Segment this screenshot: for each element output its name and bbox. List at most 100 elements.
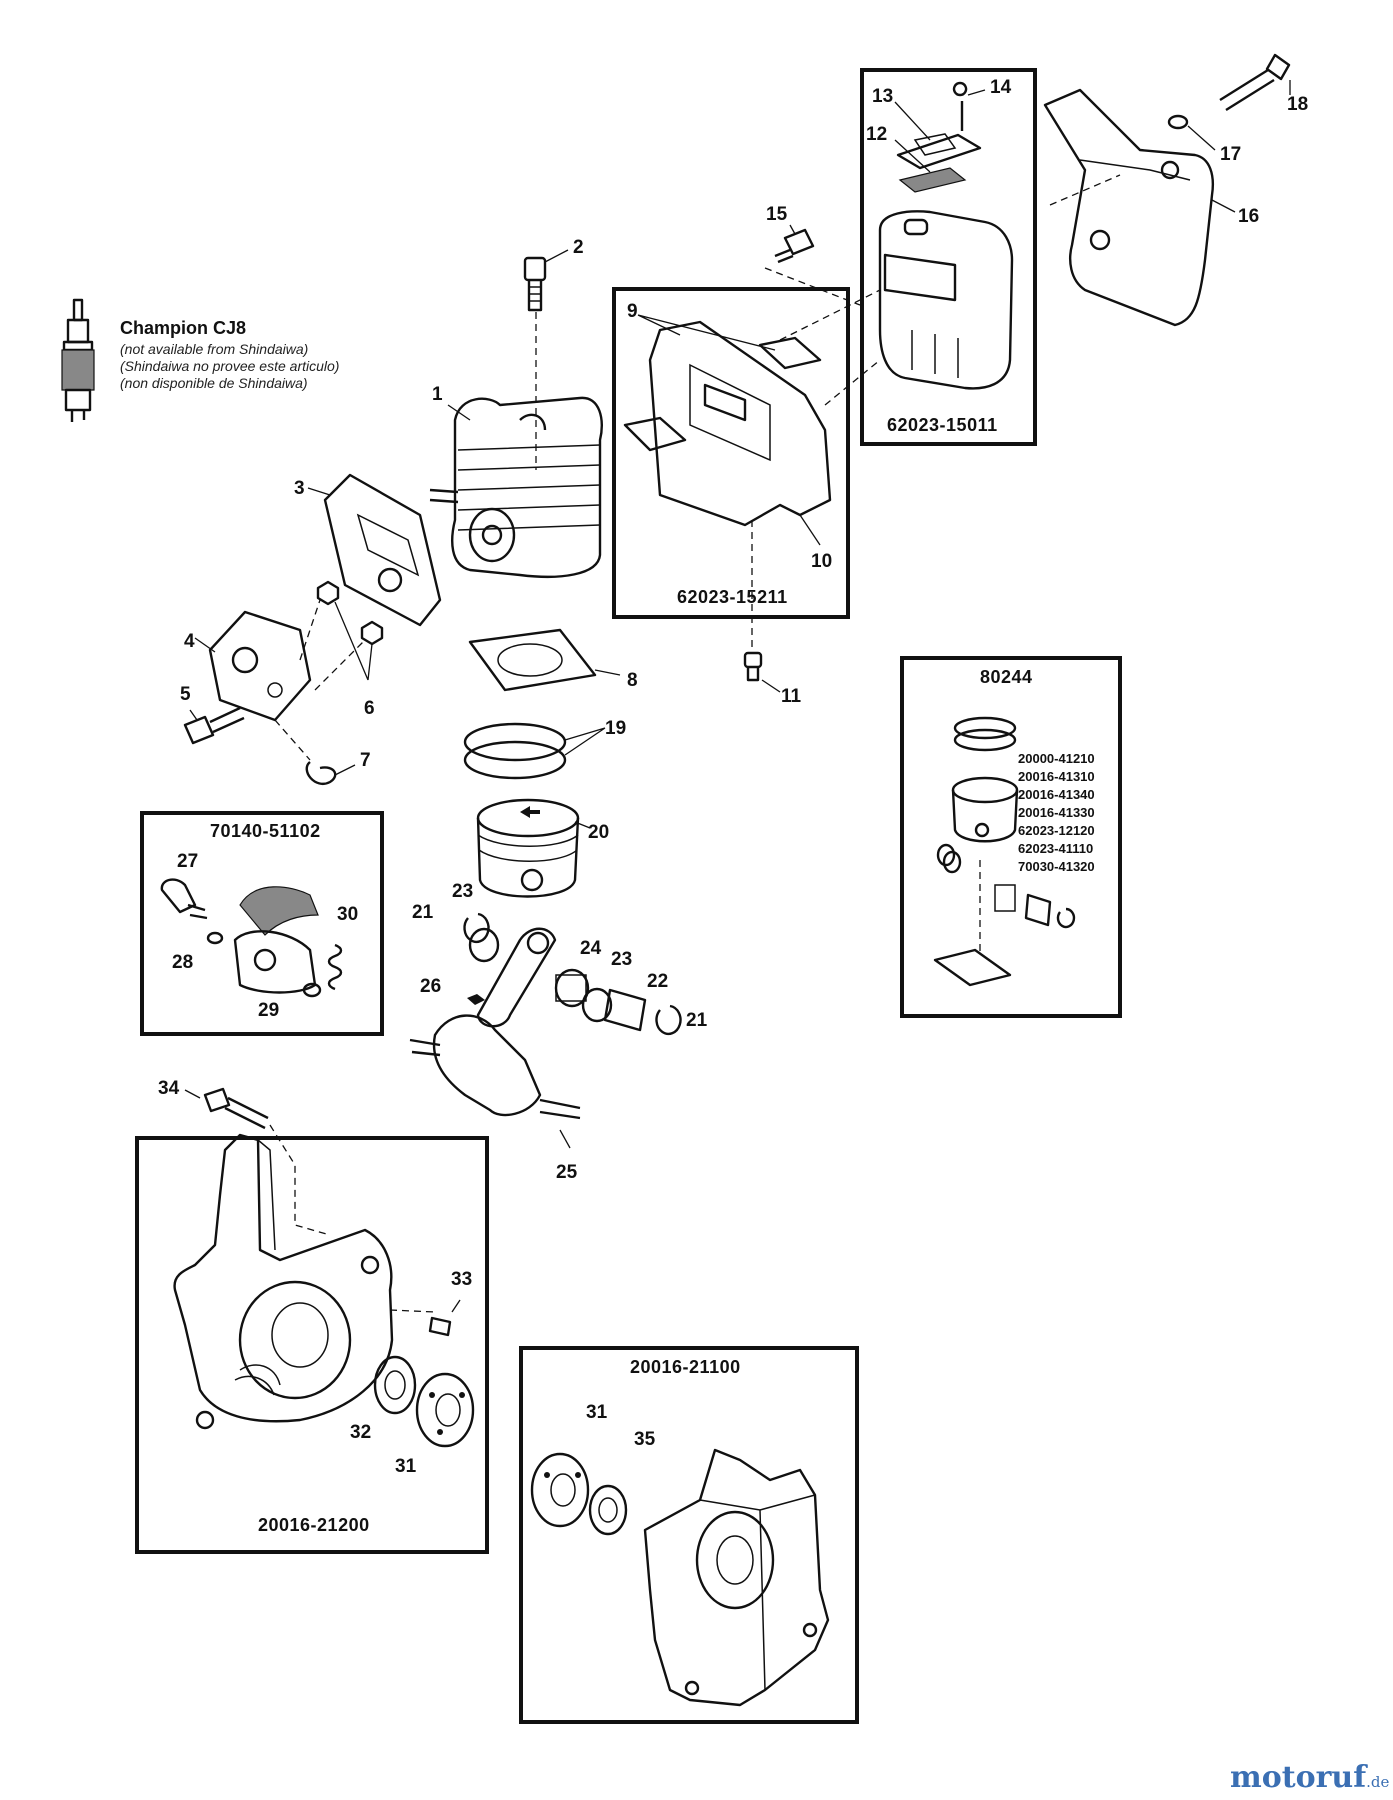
cover-bolt-icon	[1219, 53, 1291, 112]
callout-number: 30	[337, 904, 359, 925]
cylinder-bolt-icon	[523, 249, 569, 312]
spark-plug-title: Champion CJ8	[120, 318, 247, 338]
piston-kit-part: 62023-41110	[1018, 841, 1094, 856]
piston-kit-part: 20016-41330	[1018, 805, 1095, 820]
watermark-logo: motoruf.de	[1230, 1760, 1389, 1795]
callout-number: 20	[588, 822, 610, 843]
callout-number: 21	[412, 902, 434, 923]
spark-plug-notes: (not available from Shindaiwa) (Shindaiw…	[120, 341, 339, 392]
callout-number: 23	[611, 949, 633, 970]
callout-number: 15	[766, 204, 788, 225]
piston-kit-icon	[933, 716, 1076, 987]
callout-number: 26	[420, 976, 442, 997]
callout-number: 2	[573, 237, 584, 258]
callout-number: 9	[627, 301, 638, 322]
callout-number: 10	[811, 551, 833, 572]
kit-box-muffler	[860, 68, 1037, 446]
piston-kit-part: 62023-12120	[1018, 823, 1095, 838]
callout-number: 29	[258, 1000, 280, 1021]
callout-number: 31	[586, 1402, 608, 1423]
kit-label-clutch: 70140-51102	[210, 821, 321, 841]
callout-number: 25	[556, 1162, 578, 1183]
kit-label-piston: 80244	[980, 667, 1033, 687]
crankcase-bolt-icon	[184, 1087, 269, 1130]
kit-label-muffler: 62023-15011	[887, 415, 998, 435]
dowel-pin-icon	[428, 1299, 461, 1337]
spark-plug-note-en: (not available from Shindaiwa)	[120, 341, 309, 357]
nut-icon	[316, 580, 384, 681]
cylinder-icon	[429, 396, 603, 578]
spark-plug-note-es: (Shindaiwa no provee este articulo)	[120, 358, 340, 374]
circlip-icon	[463, 912, 682, 1036]
spark-plug-note-fr: (non disponible de Shindaiwa)	[120, 375, 308, 391]
piston-icon	[476, 798, 591, 898]
callout-number: 14	[990, 77, 1012, 98]
callout-number: 21	[686, 1010, 708, 1031]
callout-number: 18	[1287, 94, 1309, 115]
callout-number: 28	[172, 952, 194, 973]
base-gasket-icon	[468, 628, 621, 692]
ball-bearing-icon	[415, 1372, 475, 1448]
callout-number: 7	[360, 750, 371, 771]
piston-pin-icon	[603, 988, 647, 1032]
oil-seal-right-icon	[588, 1484, 628, 1536]
callout-number: 17	[1220, 144, 1242, 165]
callout-number: 32	[350, 1422, 372, 1443]
clutch-icon	[160, 878, 343, 998]
washer-icon	[1167, 114, 1216, 151]
piston-kit-part: 70030-41320	[1018, 859, 1095, 874]
crankshaft-icon	[409, 927, 581, 1149]
kit-label-crankcase-left: 20016-21200	[258, 1515, 370, 1535]
callout-number: 34	[158, 1078, 180, 1099]
intake-gasket-icon	[307, 473, 442, 627]
callout-number: 33	[451, 1269, 473, 1290]
callout-number: 23	[452, 881, 474, 902]
callout-number: 24	[580, 938, 602, 959]
muffler-guard-icon	[623, 314, 832, 546]
muffler-cover-icon	[1043, 88, 1236, 327]
callout-number: 4	[184, 631, 195, 652]
woodruff-key-icon	[467, 994, 485, 1005]
spring-clip-icon	[305, 761, 356, 785]
intake-bolt-icon	[183, 706, 245, 745]
callout-number: 19	[605, 718, 627, 739]
kit-box-clutch	[140, 811, 384, 1036]
kit-box-crankcase-right	[519, 1346, 859, 1724]
intake-adapter-icon	[194, 610, 312, 722]
kit-box-piston	[900, 656, 1122, 1018]
callout-number: 13	[872, 86, 894, 107]
callout-number: 11	[781, 686, 802, 707]
piston-kit-part: 20000-41210	[1018, 751, 1095, 766]
callout-number: 27	[177, 851, 199, 872]
guard-bolt-icon	[743, 651, 781, 693]
spark-plug-icon	[61, 298, 95, 422]
callout-number: 6	[364, 698, 375, 719]
callout-number: 22	[647, 971, 669, 992]
callout-number: 35	[634, 1429, 656, 1450]
callout-number: 8	[627, 670, 638, 691]
watermark-name: motoruf	[1230, 1760, 1367, 1795]
kit-box-crankcase-left	[135, 1136, 489, 1554]
muffler-icon	[878, 81, 1014, 390]
crankcase-right-icon	[643, 1448, 830, 1707]
oil-seal-icon	[373, 1355, 417, 1415]
kit-label-muffler-guard: 62023-15211	[677, 587, 788, 607]
needle-bearing-icon	[468, 927, 613, 1023]
callout-number: 16	[1238, 206, 1260, 227]
callout-number: 31	[395, 1456, 417, 1477]
piston-ring-icon	[463, 722, 606, 780]
callout-number: 12	[866, 124, 888, 145]
callout-number: 3	[294, 478, 305, 499]
kit-label-crankcase-right: 20016-21100	[630, 1357, 741, 1377]
piston-kit-part: 20016-41340	[1018, 787, 1095, 802]
muffler-screw-icon	[774, 224, 815, 264]
kit-box-muffler-guard	[612, 287, 850, 619]
callout-number: 5	[180, 684, 191, 705]
watermark-tld: .de	[1366, 1773, 1390, 1791]
ball-bearing-right-icon	[530, 1452, 590, 1528]
piston-kit-part-list: 20000-41210 20016-41310 20016-41340 2001…	[1018, 750, 1095, 876]
callout-number: 1	[432, 384, 443, 405]
piston-kit-part: 20016-41310	[1018, 769, 1095, 784]
